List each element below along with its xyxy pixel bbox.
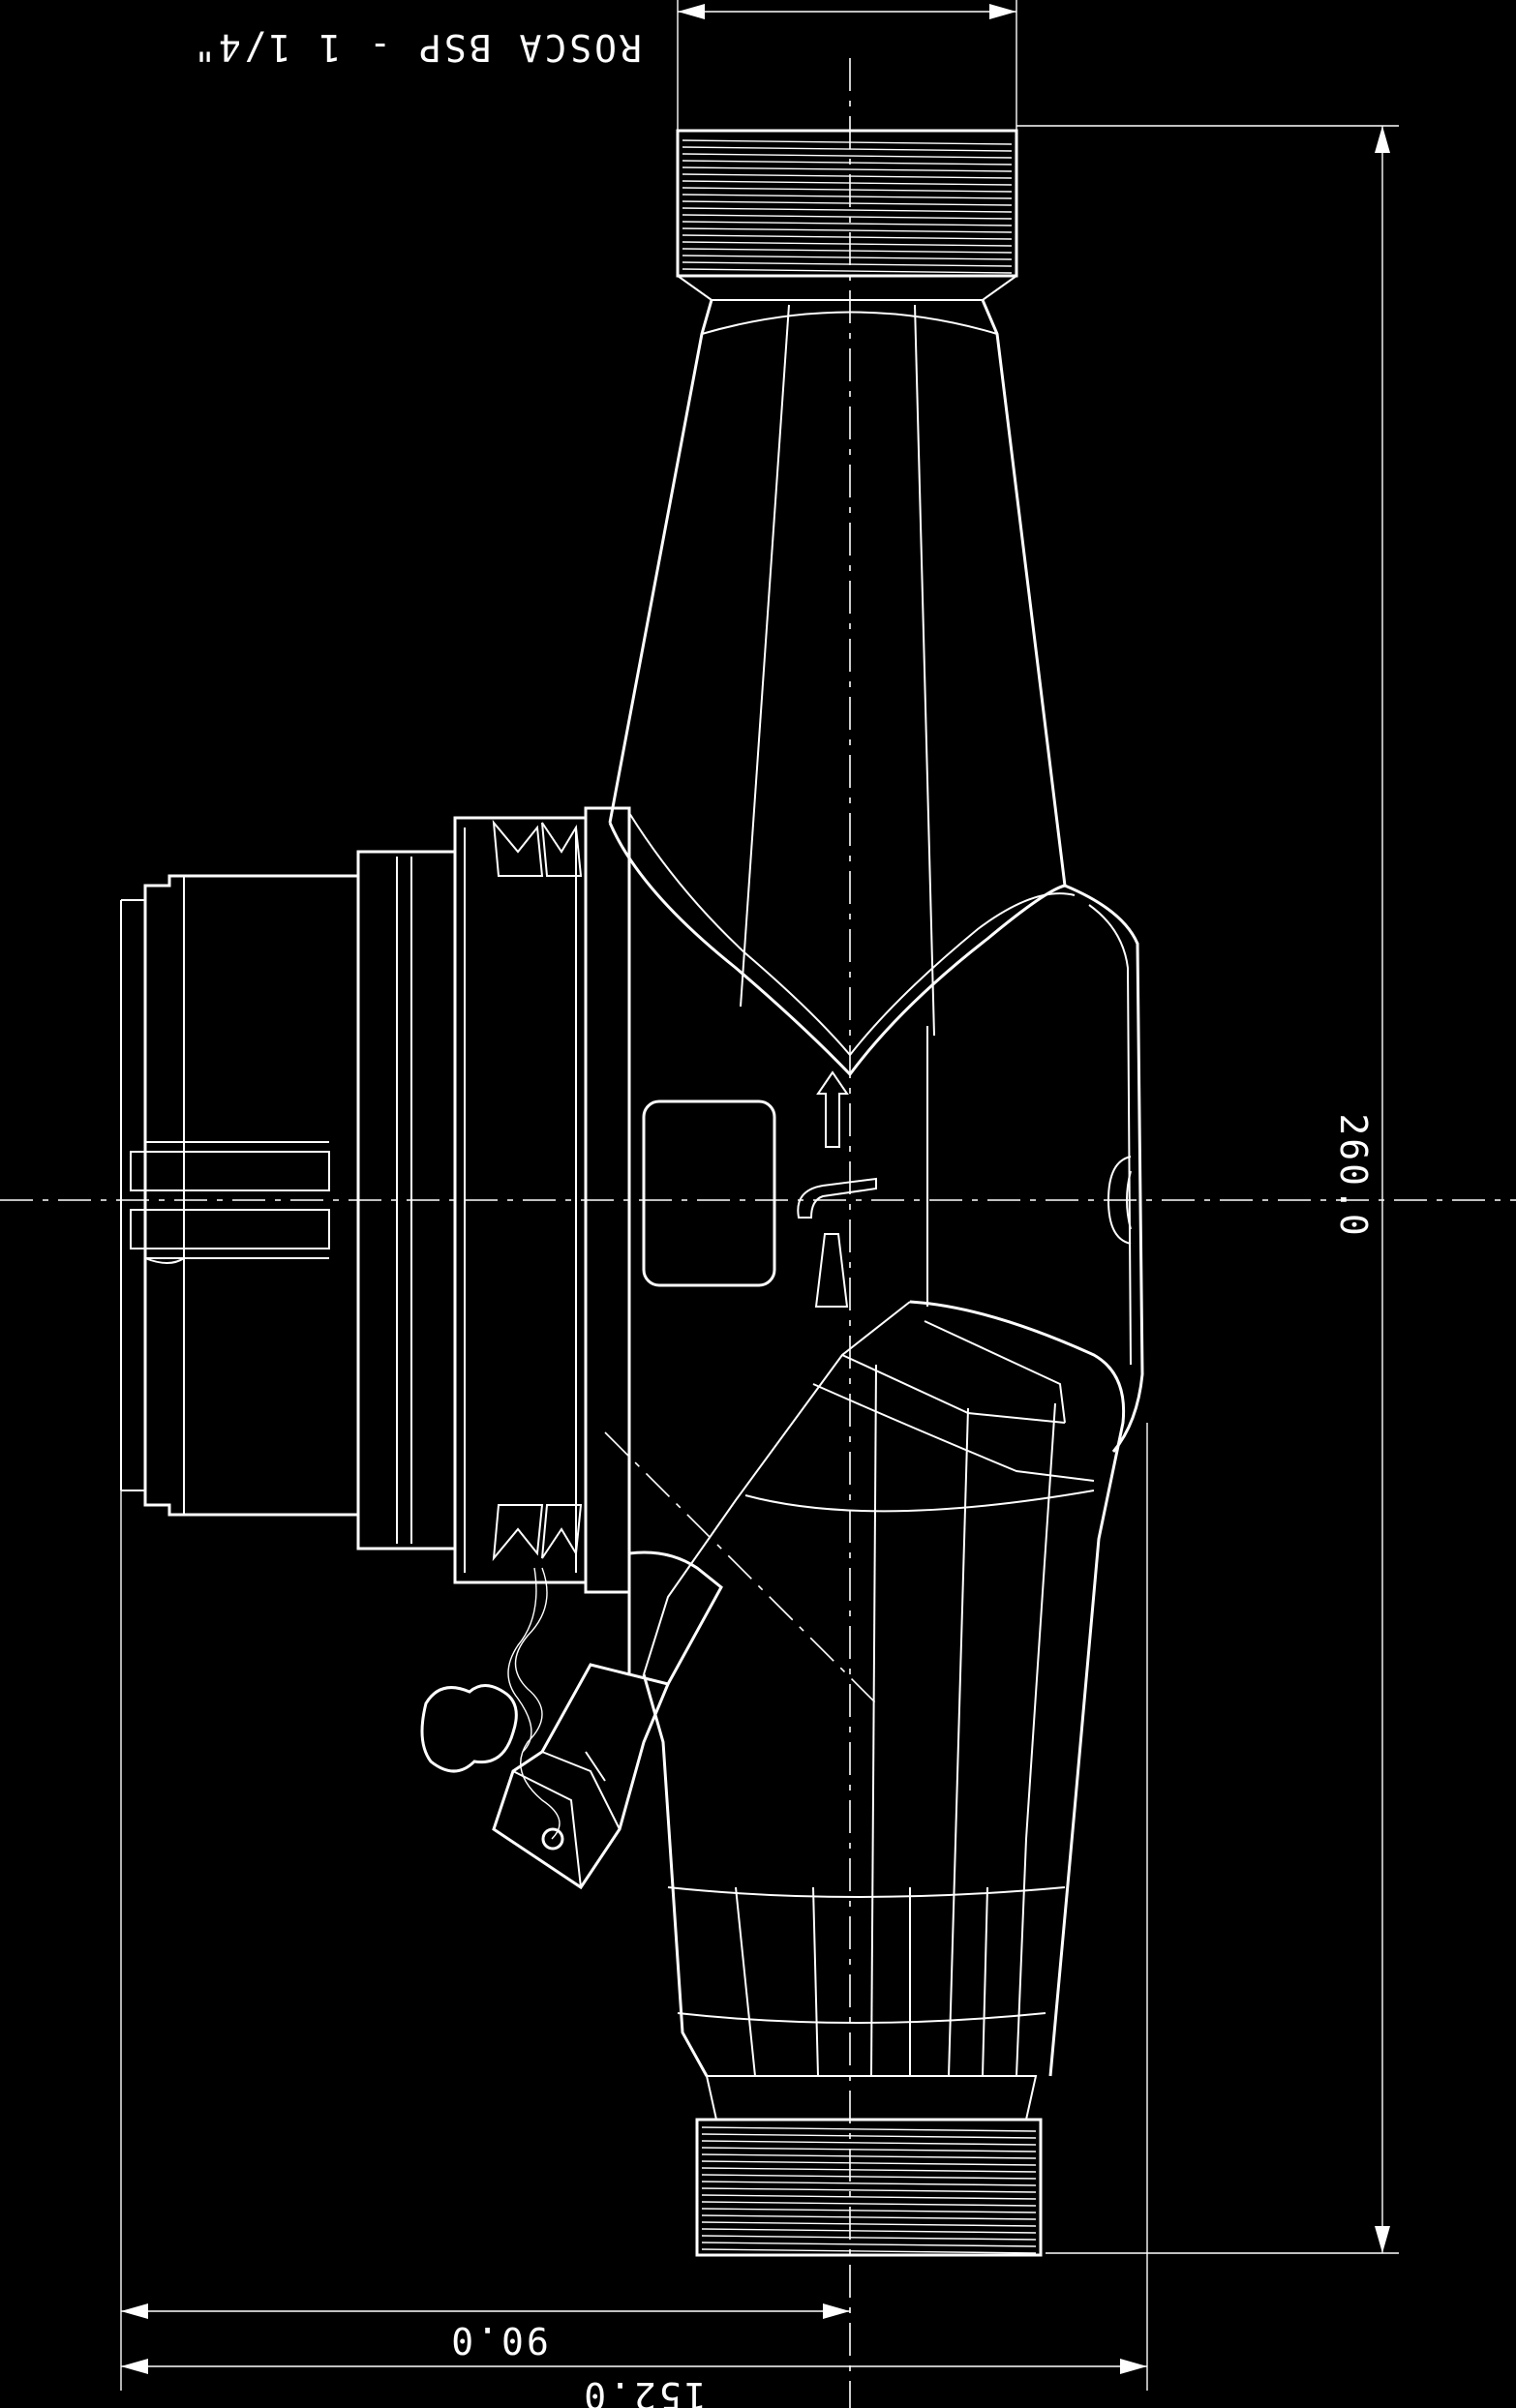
thread-line	[701, 2167, 1037, 2173]
center-lines	[0, 58, 1516, 2408]
thread-line	[682, 261, 1013, 267]
thread-line	[701, 2126, 1037, 2132]
dimension-total-height: 152.0	[581, 2374, 706, 2408]
thread-note: ROSCA BSP - 1 1/4"	[191, 26, 642, 69]
thread-line	[682, 153, 1013, 159]
thread-line	[682, 194, 1013, 199]
thread-line	[701, 2181, 1037, 2186]
thread-line	[682, 241, 1013, 247]
thread-line	[701, 2147, 1037, 2152]
thread-line	[701, 2248, 1037, 2254]
annotations: ROSCA BSP - 1 1/4" 260.0 90.0 152.0	[191, 26, 1375, 2408]
thread-line	[682, 180, 1013, 186]
thread-line	[701, 2242, 1037, 2247]
thread-line	[701, 2228, 1037, 2234]
dimension-overall-length: 260.0	[1332, 1113, 1375, 1238]
meter-body	[608, 812, 1144, 2077]
thread-line	[682, 221, 1013, 226]
thread-line	[701, 2133, 1037, 2139]
dimension-lines	[120, 0, 1399, 2391]
thread-line	[701, 2140, 1037, 2146]
thread-line	[701, 2221, 1037, 2227]
thread-line	[701, 2187, 1037, 2193]
thread-line	[701, 2194, 1037, 2200]
thread-line	[701, 2235, 1037, 2241]
thread-line	[682, 227, 1013, 233]
thread-line	[682, 187, 1013, 193]
seal-and-port	[420, 1550, 723, 1890]
thread-line	[682, 146, 1013, 152]
upper-neck	[608, 299, 1067, 1037]
register-head	[120, 806, 631, 1594]
bottom-thread	[695, 2075, 1043, 2257]
thread-line	[701, 2208, 1037, 2213]
thread-line	[682, 214, 1013, 220]
thread-line	[682, 248, 1013, 254]
thread-line	[682, 166, 1013, 172]
thread-line	[701, 2214, 1037, 2220]
thread-line	[682, 207, 1013, 213]
thread-line	[701, 2160, 1037, 2166]
thread-line	[682, 268, 1013, 274]
thread-line	[701, 2201, 1037, 2207]
thread-line	[682, 160, 1013, 166]
thread-line	[682, 234, 1013, 240]
dimension-axis-height: 90.0	[448, 2319, 549, 2362]
thread-line	[701, 2174, 1037, 2180]
thread-line	[682, 173, 1013, 179]
thread-line	[682, 200, 1013, 206]
thread-line	[682, 255, 1013, 260]
thread-line	[701, 2153, 1037, 2159]
top-thread	[676, 129, 1018, 301]
thread-line	[682, 139, 1013, 145]
